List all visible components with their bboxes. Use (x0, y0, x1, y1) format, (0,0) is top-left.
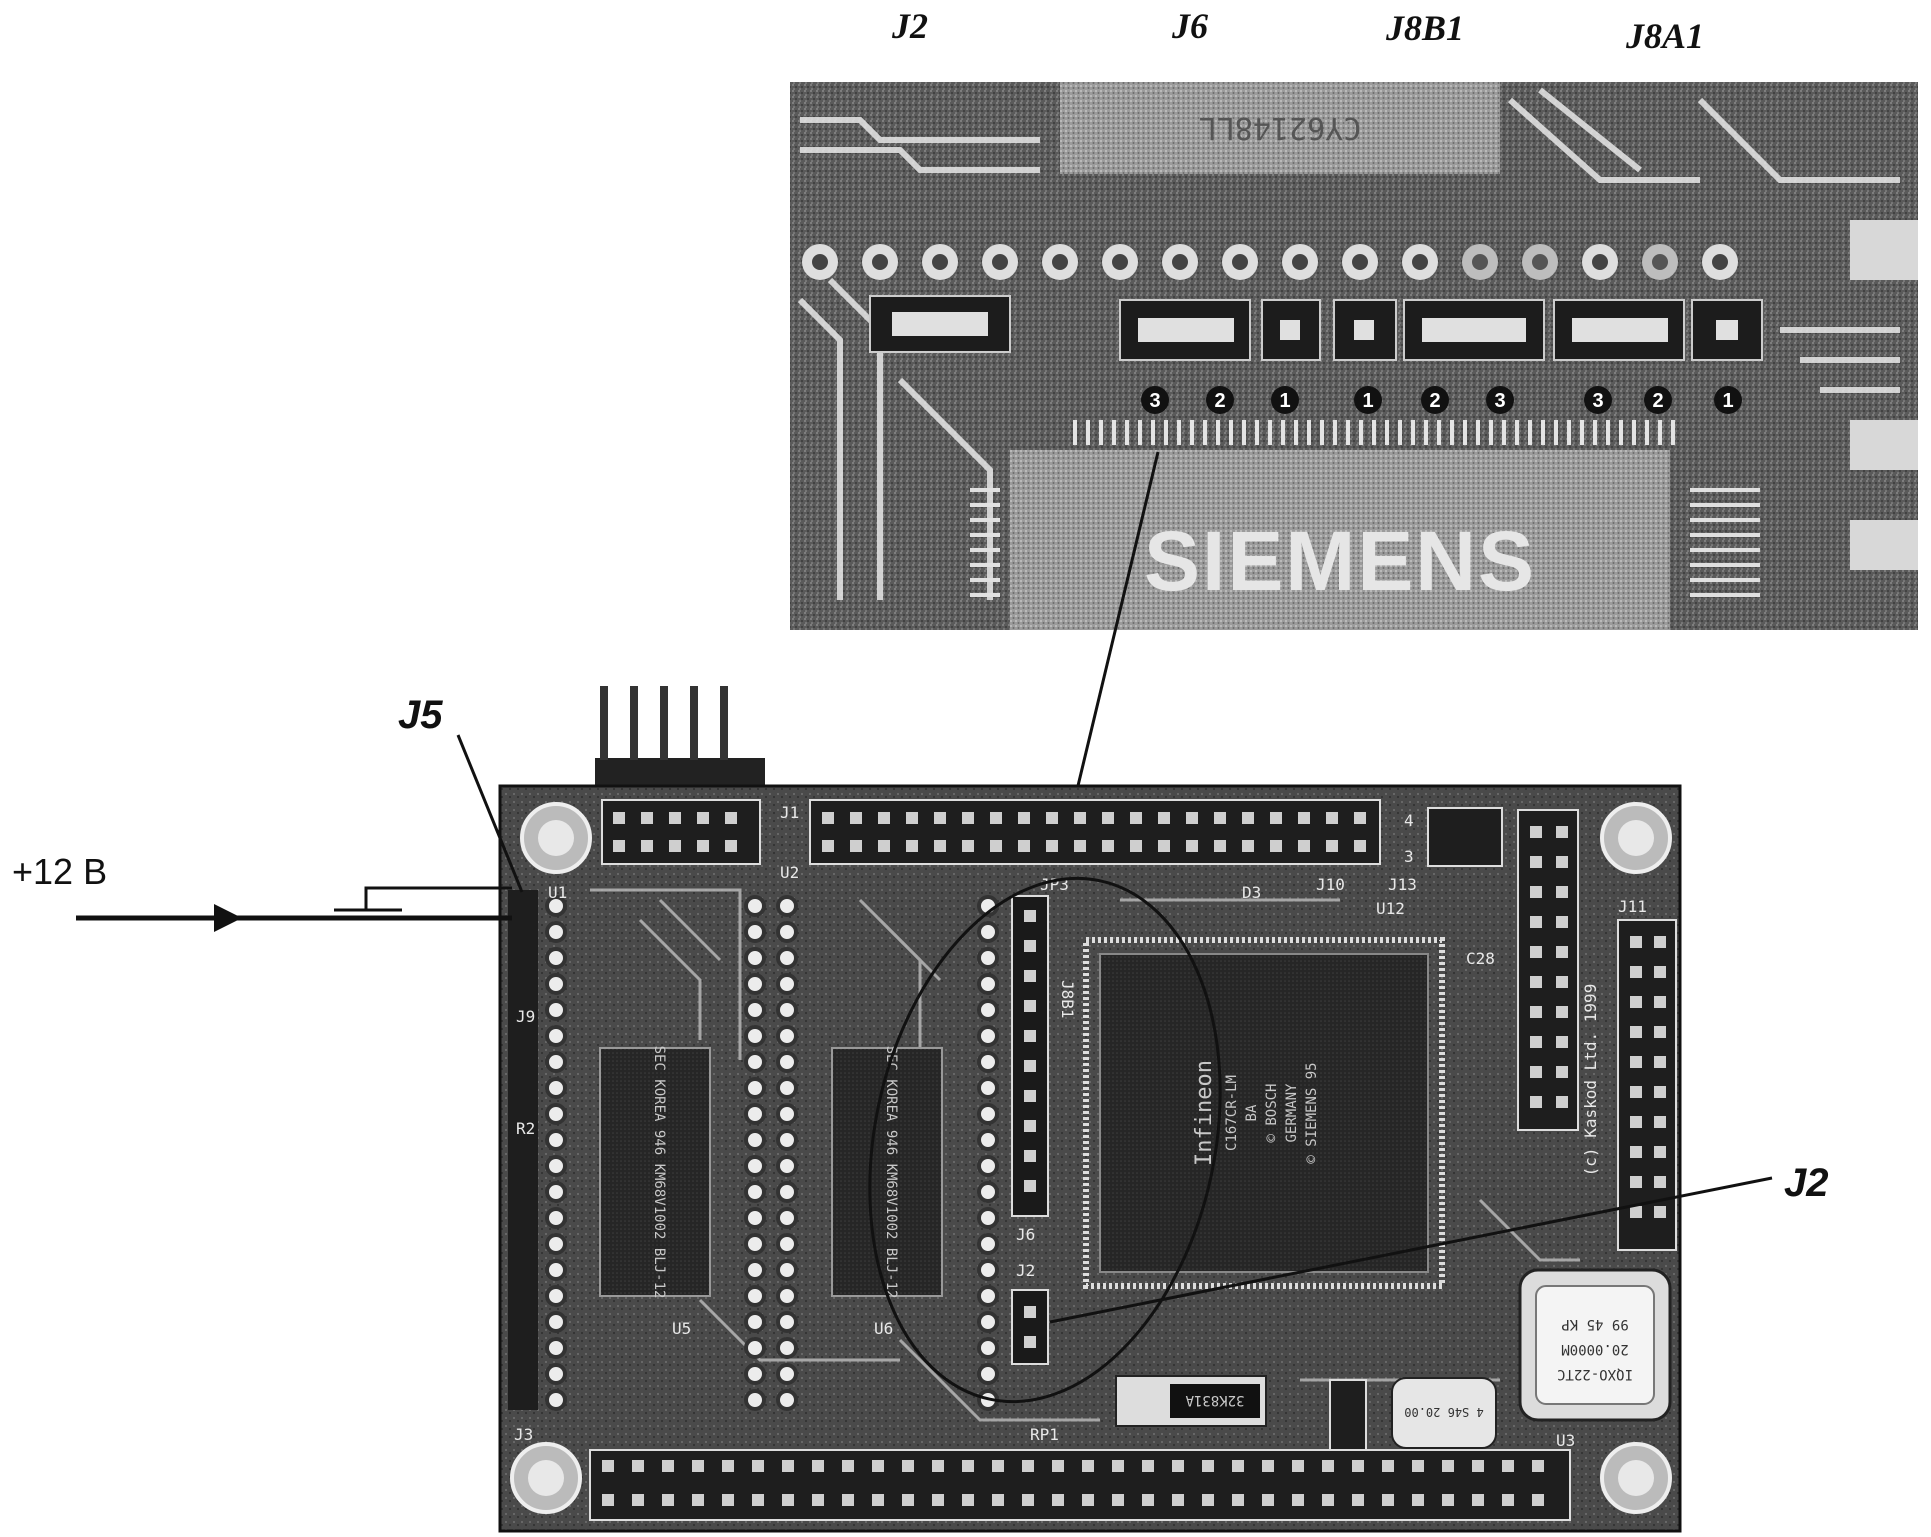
pin-marker (1206, 386, 1234, 414)
memory-chip-u6: SEC KOREA 946 KM68V1002 BLJ-12 (831, 1046, 943, 1299)
silk-u6: U6 (874, 1319, 893, 1338)
silk-j11: J11 (1618, 897, 1647, 916)
pin-marker (1644, 386, 1672, 414)
zoom-top-chip (1060, 82, 1500, 174)
zoom-pointer-line (1063, 451, 1160, 841)
silk-u1: U1 (548, 883, 567, 902)
zoom-pad-row (802, 244, 1738, 280)
zoom-label-j8b1: J8B1 (1385, 8, 1464, 48)
silk-j10: J10 (1316, 875, 1345, 894)
pin-marker (1486, 386, 1514, 414)
power-arrow-head (214, 904, 242, 932)
silk-rp1: RP1 (1030, 1425, 1059, 1444)
memory-chip-u6-label: SEC KOREA 946 KM68V1002 BLJ-12 (883, 1046, 899, 1299)
silk-d3: D3 (1242, 883, 1261, 902)
silk-j1: J1 (780, 803, 799, 822)
highlight-ellipse (868, 876, 1222, 1404)
zoom-label-j8a1: J8A1 (1625, 16, 1704, 56)
silk-n3: 3 (1404, 847, 1414, 866)
top-header-pins (595, 686, 765, 788)
copyright-silkscreen: (c) Kaskod Ltd. 1999 (1581, 984, 1600, 1177)
osc-line: IQXO-22TC (1557, 1366, 1633, 1382)
silk-j8b1: J8B1 (1058, 980, 1077, 1019)
zoom-top-chip-label: CY62148LL (1199, 110, 1362, 145)
oscillator: IQXO-22TC 20.0000M 99 45 KP (1518, 1268, 1672, 1422)
pin-marker (1714, 386, 1742, 414)
pin-marker (1354, 386, 1382, 414)
silk-c28: C28 (1466, 949, 1495, 968)
jumper-pin-numbers: 3 2 1 1 2 3 3 2 1 (1141, 386, 1742, 414)
mcu-line: C167CR-LM (1224, 1075, 1240, 1151)
mcu-line: Infineon (1192, 1060, 1217, 1166)
pin-number: 3 (1592, 390, 1603, 412)
connector-j1 (601, 799, 1503, 867)
middle-pin-columns (744, 895, 798, 1411)
silk-n4: 4 (1404, 811, 1414, 830)
zoom-chip-pins (1073, 420, 1675, 445)
small-ic-label: 4 S46 20.00 (1404, 1405, 1483, 1419)
j2-leader-line (1049, 1176, 1773, 1324)
pin-number: 2 (1652, 390, 1663, 412)
silk-j3: J3 (514, 1425, 533, 1444)
pin-number: 2 (1429, 390, 1440, 412)
silk-j13: J13 (1388, 875, 1417, 894)
power-label: +12 B (12, 851, 107, 892)
bottom-connector (589, 1449, 1571, 1521)
silk-u5: U5 (672, 1319, 691, 1338)
callout-j2: J2 (1784, 1161, 1829, 1205)
pin-number: 3 (1494, 390, 1505, 412)
silk-j6: J6 (1016, 1225, 1035, 1244)
memory-chip-u5-label: SEC KOREA 946 KM68V1002 BLJ-12 (651, 1046, 667, 1299)
pin-marker (1141, 386, 1169, 414)
left-pin-column (508, 890, 567, 1411)
mcu-chip: Infineon C167CR-LM BA © BOSCH GERMANY © … (1083, 937, 1445, 1289)
power-switch-symbol (334, 886, 512, 912)
connector-j11: (c) Kaskod Ltd. 1999 (1517, 809, 1677, 1251)
pin-number: 2 (1214, 390, 1225, 412)
pin-number: 3 (1149, 390, 1160, 412)
zoom-photo: CY62148LL (790, 82, 1918, 630)
pin-marker (1421, 386, 1449, 414)
pin-marker (1271, 386, 1299, 414)
pin-marker (1584, 386, 1612, 414)
jumper-strip (1011, 895, 1049, 1365)
bottom-ic: 32K831A (1115, 1375, 1267, 1427)
silk-j2: J2 (1016, 1261, 1035, 1280)
osc-line: 99 45 KP (1561, 1316, 1628, 1332)
mcu-line: GERMANY (1284, 1083, 1300, 1143)
zoom-label-j6: J6 (1171, 6, 1208, 46)
callout-j5: J5 (398, 693, 443, 737)
zoom-brand-text: SIEMENS (1144, 514, 1536, 608)
pcb-board: SEC KOREA 946 KM68V1002 BLJ-12 SEC KOREA… (498, 686, 1682, 1533)
mcu-line: BA (1244, 1104, 1260, 1121)
pin-number: 1 (1722, 390, 1733, 412)
j5-leader-line (456, 734, 524, 893)
pin-number: 1 (1362, 390, 1373, 412)
silk-j9: J9 (516, 1007, 535, 1026)
pin-number: 1 (1279, 390, 1290, 412)
small-ic: 4 S46 20.00 (1391, 1377, 1497, 1449)
silk-r2: R2 (516, 1119, 535, 1138)
mcu-line: © BOSCH (1264, 1083, 1280, 1142)
osc-line: 20.0000M (1561, 1341, 1628, 1357)
zoom-jumper-blocks (869, 295, 1763, 361)
zoom-siemens-chip (1010, 450, 1670, 630)
silk-u3: U3 (1556, 1431, 1575, 1450)
silk-u2: U2 (780, 863, 799, 882)
silk-u12: U12 (1376, 899, 1405, 918)
zoom-label-j2: J2 (891, 6, 928, 46)
memory-chip-u5: SEC KOREA 946 KM68V1002 BLJ-12 (599, 1046, 711, 1299)
mcu-line: © SIEMENS 95 (1304, 1062, 1320, 1163)
bottom-ic-label: 32K831A (1185, 1392, 1245, 1408)
